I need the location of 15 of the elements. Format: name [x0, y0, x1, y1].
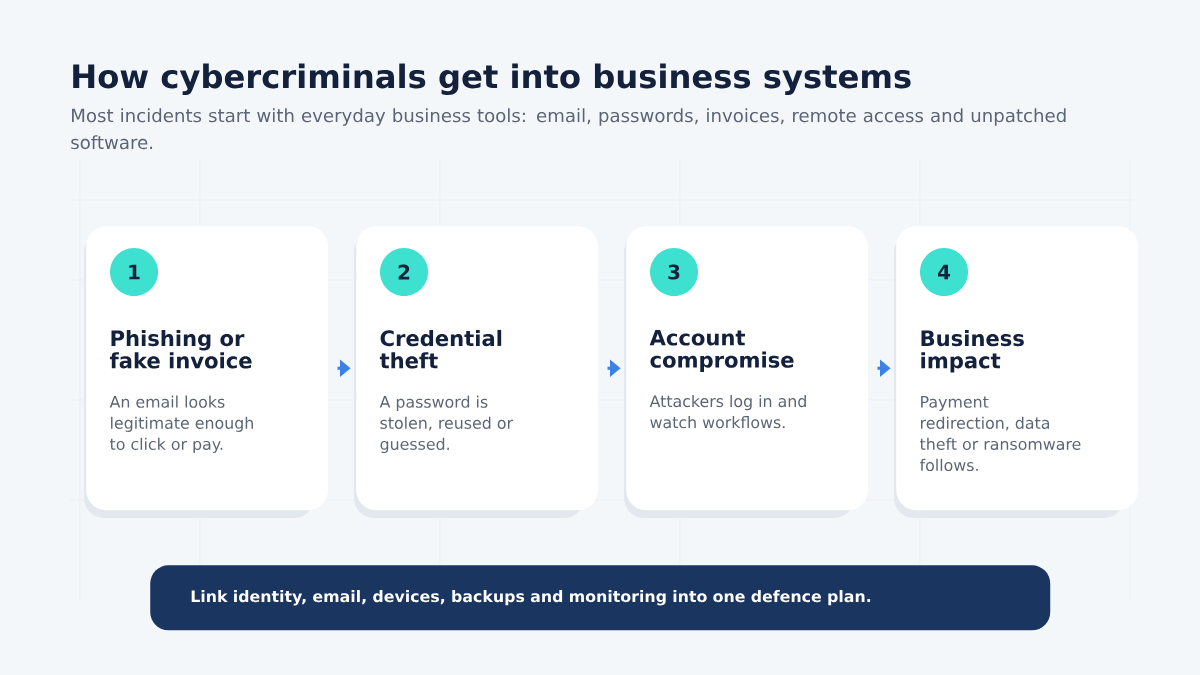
card-title: Account compromise — [649, 329, 794, 372]
subtitle: Most incidents start with everyday business tools: email, passwords, invoices, remote access and unpatched software. — [71, 108, 1066, 150]
card-title: Business impact — [921, 329, 1024, 373]
step-card — [86, 226, 328, 511]
card-text: A password is stolen, reused or guessed. — [379, 395, 513, 454]
title: How cybercriminals get into business systems — [73, 63, 911, 95]
step-card — [896, 226, 1138, 511]
card-text: Attackers log in and watch workflows. — [649, 394, 806, 429]
step-card — [356, 226, 598, 511]
card-text: An email looks legitimate enough to click or pay. — [109, 395, 253, 454]
card-title: Phishing or fake invoice — [110, 329, 252, 369]
step-card — [626, 226, 868, 511]
card-text: Payment redirection, data theft or ransomware follows. — [919, 396, 1081, 472]
card-title: Credential theft — [379, 329, 502, 369]
summary-banner: Link identity, email, devices, backups and monitoring into one defence plan. — [150, 565, 1051, 631]
